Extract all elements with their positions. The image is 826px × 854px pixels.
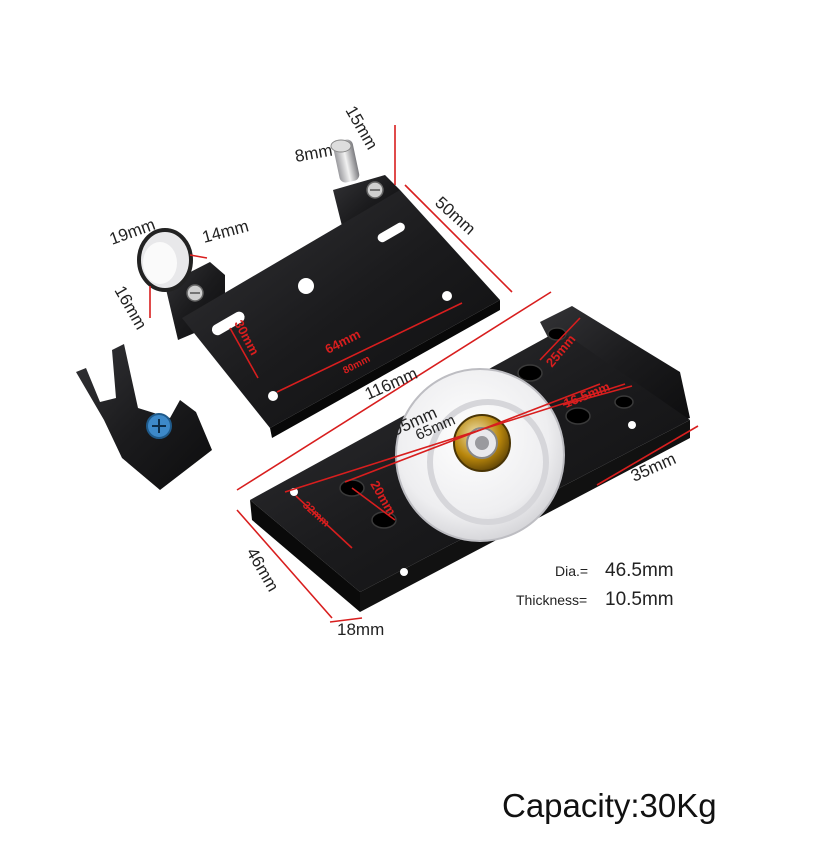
diameter-value: 46.5mm (605, 560, 674, 581)
dimension-lines (149, 125, 699, 623)
base-thickness-label: 18mm (337, 620, 384, 639)
pin-diameter-label: 8mm (293, 141, 334, 166)
top-plate-height-label: 50mm (431, 193, 479, 239)
top-mounting-plate (165, 139, 500, 438)
thickness-value: 10.5mm (605, 589, 674, 610)
base-plate (250, 306, 690, 612)
capacity-label: Capacity:30Kg (502, 787, 717, 824)
latch-clip (76, 344, 212, 490)
thickness-label: Thickness= (516, 592, 587, 608)
diameter-label: Dia.= (555, 563, 588, 579)
bumper-height-label: 16mm (111, 283, 151, 333)
roller-wheel (395, 368, 565, 542)
wheel-specs: Dia.= 46.5mm Thickness= 10.5mm (516, 560, 674, 610)
rubber-bumper (137, 228, 193, 292)
base-height-label: 46mm (243, 545, 283, 595)
bumper-width-label: 14mm (200, 216, 251, 247)
guide-pin (330, 139, 360, 183)
